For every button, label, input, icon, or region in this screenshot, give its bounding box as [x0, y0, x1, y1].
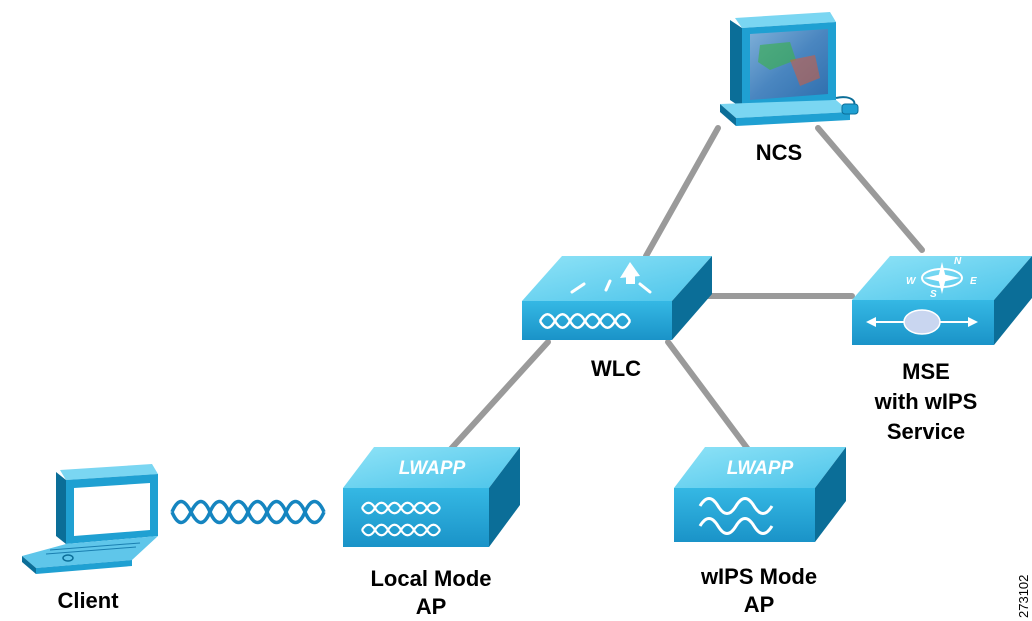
- mse-label: MSE with wIPS Service: [874, 359, 978, 444]
- wlc-label: WLC: [591, 356, 641, 381]
- mse-label-line-2: with wIPS: [874, 389, 978, 414]
- links: [447, 125, 925, 455]
- compass-letter-e: E: [970, 276, 977, 287]
- wireless-signal-icon: [170, 499, 326, 525]
- ncs-workstation-icon: [720, 12, 859, 126]
- wlc-icon: [522, 256, 712, 340]
- compass-letter-n: N: [954, 256, 962, 267]
- compass-letter-s: S: [930, 289, 937, 300]
- wips-mode-ap-label: wIPS Mode AP: [700, 564, 817, 617]
- local-mode-ap-icon: LWAPP: [343, 447, 520, 547]
- link-wlc-wips-ap: [665, 339, 753, 455]
- mse-label-line-1: MSE: [902, 359, 950, 384]
- figure-id: 273102: [1016, 575, 1031, 618]
- wips-ap-label-line-1: wIPS Mode: [700, 564, 817, 589]
- compass-letter-w: W: [906, 276, 917, 287]
- mse-icon: N W E S: [852, 256, 1032, 345]
- client-label: Client: [57, 588, 119, 613]
- local-ap-label-line-1: Local Mode: [370, 566, 491, 591]
- link-wlc-local-ap: [447, 339, 551, 453]
- client-laptop-icon: [22, 464, 158, 574]
- local-mode-ap-label: Local Mode AP: [370, 566, 491, 619]
- wips-mode-ap-icon: LWAPP: [674, 447, 846, 542]
- ncs-label: NCS: [756, 140, 802, 165]
- mse-label-line-3: Service: [887, 419, 965, 444]
- link-ncs-wlc: [643, 125, 721, 259]
- local-ap-badge: LWAPP: [399, 458, 466, 479]
- wips-ap-label-line-2: AP: [744, 592, 775, 617]
- local-ap-label-line-2: AP: [416, 594, 447, 619]
- wips-ap-badge: LWAPP: [727, 458, 794, 479]
- link-ncs-mse: [815, 125, 925, 253]
